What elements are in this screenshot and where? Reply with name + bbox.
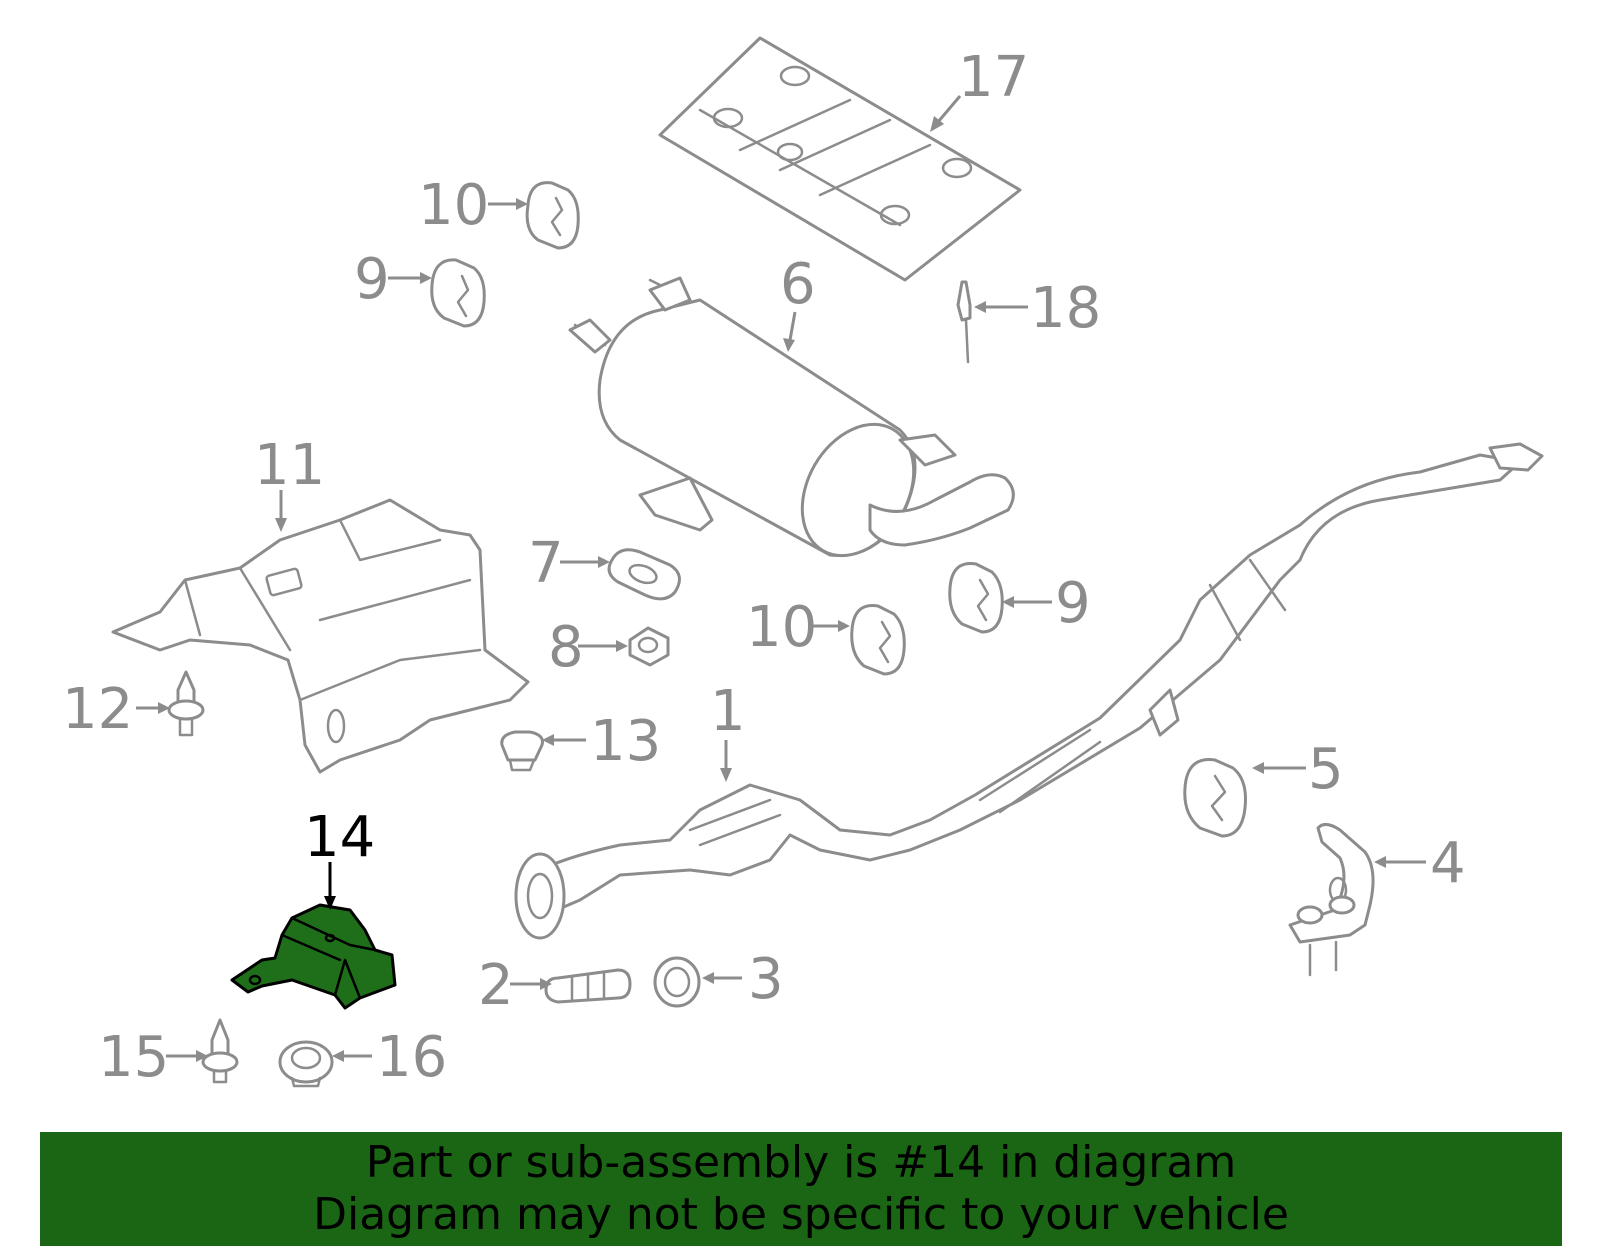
part-1-exhaust-pipe[interactable] <box>514 442 1544 940</box>
part-13-clip-nut[interactable] <box>500 730 544 772</box>
part-8-nut[interactable] <box>628 626 670 667</box>
part-10-hanger-lower[interactable] <box>850 604 906 676</box>
callout-16: 16 <box>376 1025 447 1090</box>
part-7-gasket[interactable] <box>607 548 681 601</box>
part-10-hanger-upper[interactable] <box>525 181 580 250</box>
callout-17: 17 <box>958 45 1029 110</box>
callout-3: 3 <box>748 947 784 1012</box>
callout-6: 6 <box>780 252 816 317</box>
callout-4: 4 <box>1430 831 1466 896</box>
callout-2: 2 <box>478 953 514 1018</box>
part-9-hanger-lower[interactable] <box>948 562 1004 634</box>
callout-9-upper: 9 <box>354 247 390 312</box>
part-info-banner: Part or sub-assembly is #14 in diagram D… <box>40 1132 1562 1246</box>
part-3-grommet[interactable] <box>653 956 701 1008</box>
callout-10-lower: 10 <box>746 595 817 660</box>
callout-14: 14 <box>304 805 375 870</box>
part-11-heat-shield[interactable] <box>111 498 530 774</box>
part-5-hanger[interactable] <box>1183 758 1247 838</box>
part-12-clip[interactable] <box>167 670 205 737</box>
part-9-hanger-upper[interactable] <box>430 258 486 328</box>
callout-8: 8 <box>548 615 584 680</box>
part-2-sleeve[interactable] <box>544 968 632 1004</box>
part-14-heat-shield-highlighted[interactable] <box>230 903 397 1010</box>
leader-lines <box>136 95 1426 1062</box>
part-4-bracket[interactable] <box>1288 823 1375 977</box>
callout-13: 13 <box>590 709 661 774</box>
part-17-heat-shield[interactable] <box>658 36 1022 282</box>
callout-1: 1 <box>710 679 746 744</box>
part-16-grommet[interactable] <box>278 1040 334 1088</box>
callout-11: 11 <box>254 433 325 498</box>
callout-18: 18 <box>1030 276 1101 341</box>
callout-12: 12 <box>62 677 133 742</box>
callout-15: 15 <box>98 1025 169 1090</box>
callout-5: 5 <box>1308 737 1344 802</box>
callout-7: 7 <box>528 531 564 596</box>
callout-9-lower: 9 <box>1055 571 1091 636</box>
callout-labels: 17 10 9 6 18 11 7 9 10 8 12 1 13 5 14 4 … <box>62 45 1466 1090</box>
banner-line-part-number: Part or sub-assembly is #14 in diagram <box>365 1137 1237 1188</box>
part-15-clip[interactable] <box>201 1018 239 1084</box>
banner-line-disclaimer: Diagram may not be specific to your vehi… <box>313 1189 1289 1240</box>
callout-10-upper: 10 <box>418 173 489 238</box>
part-18-stud[interactable] <box>956 280 972 364</box>
part-6-muffler[interactable] <box>568 276 1015 576</box>
